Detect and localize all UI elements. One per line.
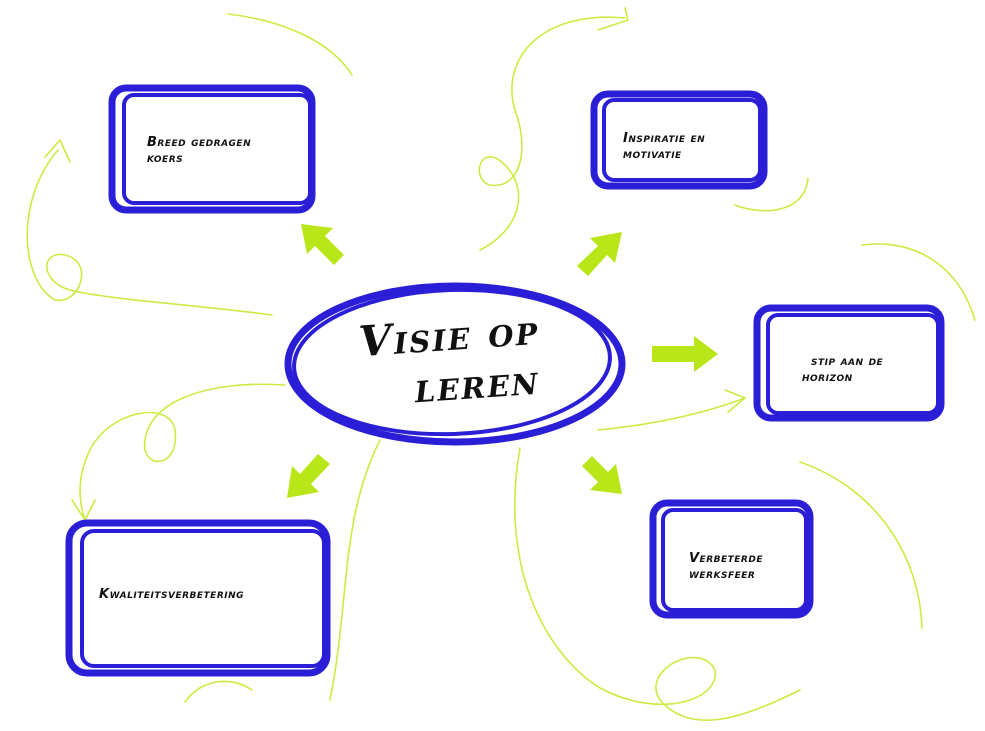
doodle-curve-bottom-left: [184, 680, 253, 703]
doodle-curve-right-top: [734, 177, 809, 212]
node-box-stip-inner: [766, 313, 940, 415]
node-label-inspiratie-line1: Inspiratie en: [623, 131, 705, 146]
doodle-curve-top-left: [227, 13, 353, 76]
doodle-curve-bottom-right: [799, 461, 923, 629]
doodle-curve-top-middle: [478, 16, 626, 251]
arrow-to-koers: [301, 224, 344, 265]
node-box-inspiratie-outer: [590, 90, 768, 190]
doodle-curve-left-bottom: [79, 383, 286, 521]
doodle-line-to-stip: [597, 397, 746, 431]
node-label-koers: Breed gedragen koers: [147, 135, 256, 166]
node-box-werksfeer-outer: [649, 499, 814, 619]
node-label-werksfeer: Verbeterde werksfeer: [689, 551, 768, 582]
node-label-kwaliteit-line1: Kwaliteitsverbetering: [99, 587, 244, 602]
arrow-to-werksfeer: [582, 456, 622, 494]
center-node: Visie op leren: [284, 282, 626, 446]
node-stip: stip aan de horizon: [753, 304, 945, 422]
connector-arrows: [287, 224, 718, 498]
node-label-koers-line1: Breed gedragen: [147, 135, 251, 150]
doodle-curve-left-loop: [26, 149, 273, 316]
node-inspiratie: Inspiratie en motivatie: [590, 90, 768, 190]
node-box-kwaliteit-outer: [65, 519, 331, 677]
node-label-kwaliteit: Kwaliteitsverbetering: [99, 587, 244, 602]
center-ellipse-inner: [292, 287, 612, 437]
node-label-werksfeer-line2: werksfeer: [689, 567, 755, 582]
node-label-stip-line2: horizon: [802, 370, 853, 385]
node-box-werksfeer-inner: [661, 508, 808, 612]
doodle-arrowhead-left: [44, 139, 71, 163]
arrow-to-kwaliteit: [287, 454, 330, 498]
center-ellipse-outer: [284, 282, 626, 446]
node-box-koers-inner: [122, 93, 312, 205]
node-label-stip-line1: stip aan de: [811, 354, 884, 369]
doodle-curve-far-right: [861, 243, 976, 321]
node-box-inspiratie-inner: [602, 98, 762, 182]
node-label-werksfeer-line1: Verbeterde: [689, 551, 763, 566]
doodle-arrowhead-left-bottom: [71, 499, 96, 521]
center-title-line2: leren: [412, 355, 541, 413]
arrow-to-inspiratie: [577, 232, 622, 276]
node-label-stip: stip aan de horizon: [802, 354, 888, 385]
doodle-curve-bottom-middle: [513, 447, 801, 721]
node-label-koers-line2: koers: [147, 151, 183, 166]
arrow-to-stip: [652, 336, 718, 372]
node-koers: Breed gedragen koers: [108, 84, 316, 214]
node-label-inspiratie: Inspiratie en motivatie: [623, 131, 710, 162]
node-box-stip-outer: [753, 304, 945, 422]
doodle-arrowhead-top: [597, 7, 629, 31]
node-box-kwaliteit-inner: [80, 529, 326, 668]
doodle-arrowhead-stip: [724, 389, 746, 413]
node-werksfeer: Verbeterde werksfeer: [649, 499, 814, 619]
doodle-curve-bottom-center: [329, 439, 381, 701]
node-label-inspiratie-line2: motivatie: [623, 147, 682, 162]
node-kwaliteit: Kwaliteitsverbetering: [65, 519, 331, 677]
